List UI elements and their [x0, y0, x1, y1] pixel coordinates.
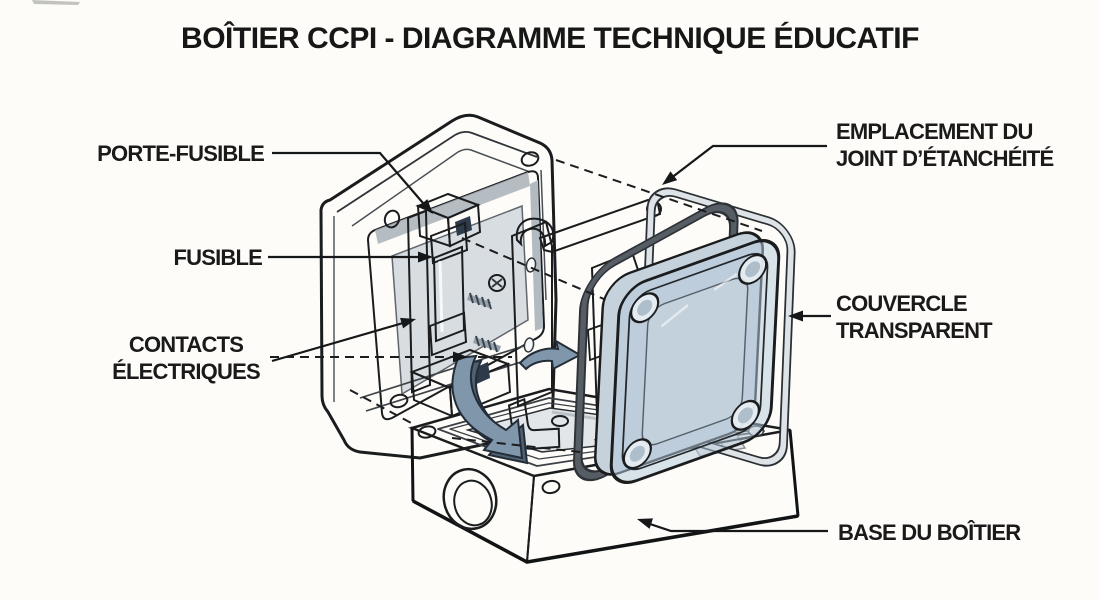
- diagram-title: BOÎTIER CCPI - DIAGRAMME TECHNIQUE ÉDUCA…: [181, 21, 919, 55]
- arrowhead: [418, 251, 433, 263]
- label-porte-fusible: PORTE-FUSIBLE: [97, 141, 264, 166]
- label-joint-line1: EMPLACEMENT DU: [836, 119, 1033, 144]
- label-contacts-line2: ÉLECTRIQUES: [112, 359, 260, 384]
- leader-contacts-solid: [271, 319, 411, 363]
- base-side-edges: [410, 427, 800, 517]
- assembly-arrow-large: [451, 354, 524, 460]
- box-screw-hole: [520, 151, 540, 167]
- rear-box-rim-line: [336, 130, 538, 213]
- leader-joint: [665, 144, 827, 183]
- fuse-cap-bottom: [428, 311, 468, 357]
- holder-notch: [455, 216, 472, 236]
- holder-foot-left: [410, 370, 454, 418]
- cable-knockout-inner: [453, 479, 493, 527]
- cover-screw-recess: [629, 445, 645, 462]
- screw-thread: [469, 292, 492, 310]
- leader-base: [643, 520, 828, 533]
- base-screw-hole: [417, 425, 437, 439]
- rear-box-rim-line-2: [351, 148, 531, 227]
- arrowhead: [788, 310, 803, 322]
- label-couvercle-line1: COUVERCLE: [836, 291, 967, 316]
- rear-box-silhouette: [319, 113, 558, 460]
- label-joint-line2: JOINT D’ÉTANCHÉITÉ: [836, 146, 1054, 171]
- base-screw-hole: [551, 415, 569, 427]
- screw-slot: [491, 278, 503, 288]
- fuse-cap-top: [429, 221, 469, 265]
- cover-screw-recess: [745, 261, 761, 278]
- contact-plate-hole: [523, 337, 535, 353]
- fuse-highlight: [438, 260, 444, 333]
- screw-thread: [475, 335, 498, 353]
- dashed-alignment-line: [349, 389, 414, 425]
- cover-screw-recess: [637, 299, 653, 316]
- cover-inner-rim: [621, 252, 769, 471]
- holder-top-front: [416, 204, 452, 248]
- fuse-body: [432, 245, 466, 343]
- arrowhead: [419, 199, 433, 214]
- contact-hook: [515, 217, 555, 248]
- base-screw-hole: [541, 479, 561, 495]
- arrowhead: [662, 171, 678, 185]
- arrowhead: [400, 317, 416, 329]
- label-couvercle-line2: TRANSPARENT: [836, 318, 993, 343]
- box-screw-hole: [389, 393, 409, 409]
- leader-porte-fusible: [272, 151, 430, 211]
- contact-plate: [510, 220, 553, 408]
- holder-left-arm: [406, 209, 432, 394]
- label-base: BASE DU BOÎTIER: [838, 520, 1021, 545]
- leader-lines: [268, 144, 831, 533]
- arrowhead: [453, 351, 468, 363]
- screw-head: [488, 274, 506, 292]
- dashed-alignment-line: [451, 437, 581, 453]
- arrowhead: [637, 518, 653, 529]
- recess-shadow-top: [375, 172, 530, 244]
- label-contacts-line1: CONTACTS: [129, 332, 243, 357]
- cable-knockout-outer: [442, 467, 498, 531]
- contact-screws: [466, 274, 506, 353]
- cover-reflection: [660, 272, 738, 328]
- rear-box-recess: [366, 170, 546, 421]
- box-screw-hole: [383, 209, 401, 229]
- cover-screw-recess: [737, 407, 753, 424]
- transparent-cover: [594, 231, 781, 484]
- assembly-arrow-small: [518, 338, 583, 371]
- dashed-alignment-line: [555, 159, 763, 232]
- scan-artifact: [32, 0, 80, 5]
- label-fusible: FUSIBLE: [173, 245, 262, 270]
